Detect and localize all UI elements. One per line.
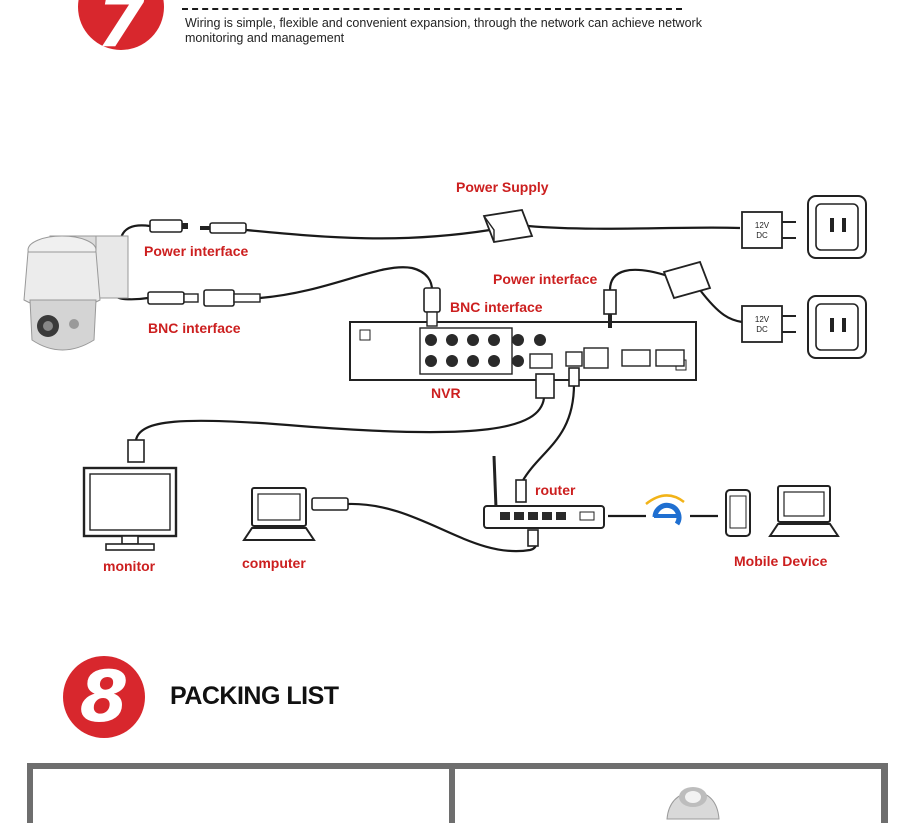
nvr-unit	[349, 321, 697, 381]
section-8-title: PACKING LIST	[170, 682, 339, 710]
internet-icon	[645, 494, 685, 526]
section-7-title-divider	[182, 8, 682, 10]
wall-socket-top	[807, 195, 867, 259]
cables	[115, 224, 743, 553]
camera-power-connector	[149, 219, 247, 234]
ptz-camera	[23, 235, 129, 351]
mobile-phone-device	[725, 489, 751, 537]
section-7-number: 7	[96, 0, 146, 63]
label-nvr: NVR	[431, 385, 461, 401]
bnc-to-nvr-cable	[259, 266, 434, 300]
adapter-cable-top	[527, 224, 741, 230]
nvr-power-cable	[608, 268, 669, 291]
adapter-bottom-voltage: 12V	[755, 315, 770, 324]
power-adapter-top: 12V DC	[741, 211, 796, 249]
section-8-badge: 8	[63, 656, 145, 738]
power-supply-brick	[482, 208, 534, 244]
power-adapter-bottom: 12V DC	[741, 305, 796, 343]
computer-device	[242, 487, 349, 541]
nvr-power-brick	[662, 260, 712, 300]
section-7-description: Wiring is simple, flexible and convenien…	[185, 16, 702, 45]
label-mobile-device: Mobile Device	[734, 553, 828, 569]
label-power-interface-right: Power interface	[493, 271, 598, 287]
label-power-interface-left: Power interface	[144, 243, 249, 259]
label-computer: computer	[242, 555, 306, 571]
label-router: router	[535, 482, 576, 498]
label-power-supply: Power Supply	[456, 179, 549, 195]
adapter-cable-bottom	[699, 289, 743, 324]
label-monitor: monitor	[103, 558, 156, 574]
adapter-top-voltage: 12V	[755, 221, 770, 230]
nvr-bnc-ports	[425, 334, 546, 367]
mobile-laptop-device	[768, 485, 840, 537]
nvr-to-router-cable	[521, 383, 576, 483]
packing-cell-1	[33, 769, 449, 823]
nvr-lan-plug	[568, 367, 580, 387]
nvr-bnc-plug	[423, 287, 441, 327]
adapter-top-current: DC	[756, 231, 768, 240]
label-bnc-interface-left: BNC interface	[148, 320, 241, 336]
monitor-device	[82, 439, 178, 551]
adapter-bottom-current: DC	[756, 325, 768, 334]
power-supply-cable	[245, 228, 491, 240]
section-8-number: 8	[79, 656, 129, 738]
nvr-vga-plug	[535, 373, 555, 399]
router-device	[483, 455, 605, 547]
nvr-power-plug	[603, 289, 617, 328]
packing-list-grid	[27, 763, 888, 823]
vga-to-monitor-cable	[134, 397, 546, 441]
wall-socket-bottom	[807, 295, 867, 359]
camera-bnc-connector	[147, 289, 261, 307]
label-bnc-interface-right: BNC interface	[450, 299, 543, 315]
packing-item-camera-image	[666, 787, 720, 820]
wiring-diagram: 12V DC 12V DC	[23, 195, 867, 553]
packing-cell-2	[455, 769, 881, 823]
